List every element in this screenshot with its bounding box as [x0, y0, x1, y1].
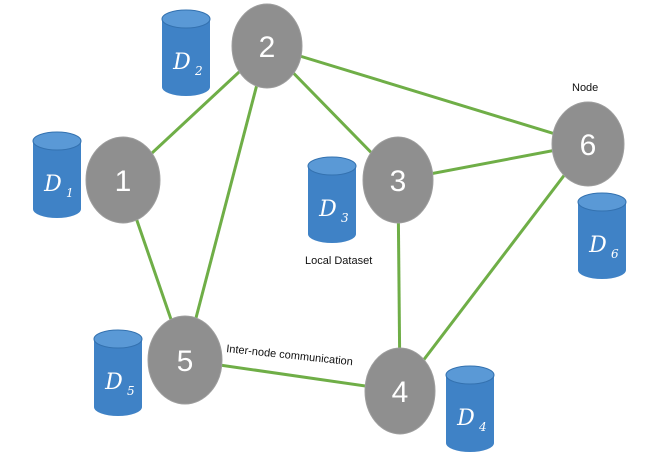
- dataset-body: [446, 375, 494, 452]
- node-label: 4: [392, 376, 409, 409]
- edge-4-6: [398, 143, 590, 392]
- dataset-top: [577, 192, 627, 212]
- dataset-label: D: [456, 406, 475, 431]
- edge-2-6: [266, 44, 589, 146]
- annotation-local-dataset: Local Dataset: [305, 255, 372, 267]
- dataset-label: D: [172, 50, 191, 75]
- dataset-subscript: 5: [127, 384, 135, 398]
- node-circle-icon: [85, 136, 161, 224]
- dataset-subscript: 4: [478, 420, 487, 434]
- dataset-label: D: [104, 370, 123, 395]
- node-circle-icon: [364, 347, 436, 435]
- annotation-node: Node: [572, 82, 598, 94]
- dataset-body: [308, 166, 356, 243]
- node-circle-icon: [231, 3, 303, 89]
- dataset-top: [93, 329, 143, 349]
- node-circle-icon: [362, 136, 434, 224]
- dataset-body: [162, 19, 210, 96]
- node-label: 2: [259, 31, 276, 64]
- node-label: 6: [580, 129, 597, 162]
- dataset-subscript: 3: [341, 211, 349, 225]
- dataset-label: D: [43, 172, 62, 197]
- node-label: 3: [390, 165, 407, 198]
- edge-2-5: [183, 45, 269, 361]
- dataset-body: [33, 141, 81, 218]
- dataset-label: D: [318, 197, 337, 222]
- node-label: 5: [177, 345, 194, 378]
- node-2: 2: [231, 3, 303, 89]
- dataset-top: [32, 131, 82, 151]
- node-5: 5: [147, 315, 223, 405]
- dataset-label: D: [588, 233, 607, 258]
- dataset-top: [307, 156, 357, 176]
- dataset-subscript: 6: [611, 247, 619, 261]
- node-6: 6: [551, 101, 625, 187]
- dataset-top: [445, 365, 495, 385]
- node-circle-icon: [147, 315, 223, 405]
- dataset-subscript: 2: [194, 64, 203, 78]
- dataset-body: [578, 202, 626, 279]
- dataset-subscript: 1: [66, 186, 74, 200]
- nodes-layer: 1 2 3 4 5 6: [85, 3, 625, 435]
- node-1: 1: [85, 136, 161, 224]
- annotation-inter-node-communication: Inter-node communication: [226, 343, 354, 368]
- node-3: 3: [362, 136, 434, 224]
- node-circle-icon: [551, 101, 625, 187]
- dataset-body: [94, 339, 142, 416]
- dataset-top: [161, 9, 211, 29]
- node-4: 4: [364, 347, 436, 435]
- node-label: 1: [115, 165, 132, 198]
